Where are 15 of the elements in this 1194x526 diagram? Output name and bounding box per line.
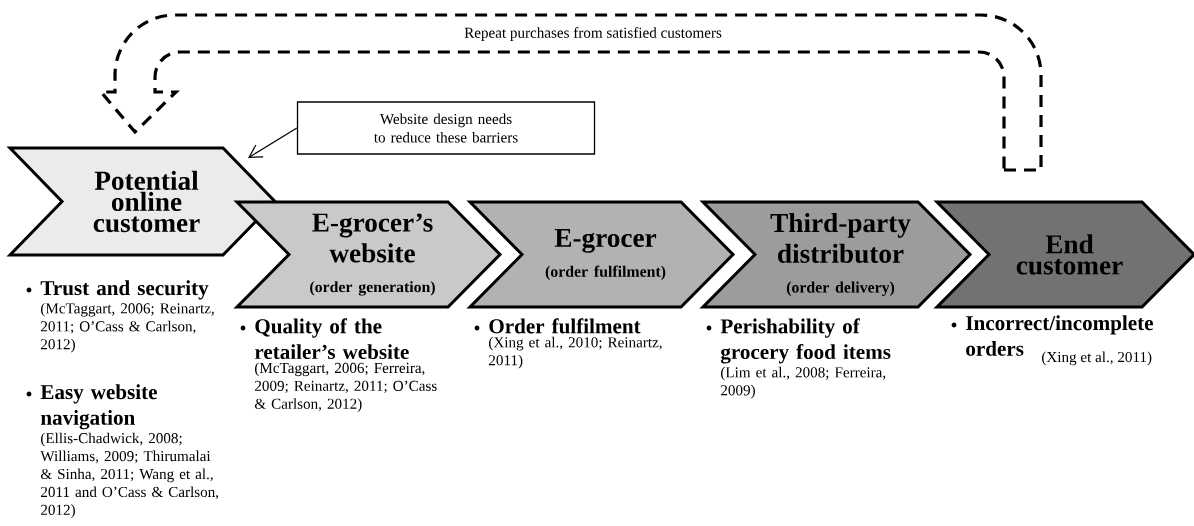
chevron-step: E-grocer’s website (order generation): [233, 200, 503, 309]
bullet-item: Perishability of grocery food items (Lim et al., 2008; Ferreira, 2009): [706, 318, 891, 399]
edge-label: Repeat purchases from satisfied customers: [461, 24, 725, 44]
bullet-item: Quality of the retailer’s website (McTaggart, 2006; Ferreira, 2009; Reinartz, 2011; O’Cass & Carlson, 2012): [240, 318, 437, 412]
bullet-item: Order fulfilment (Xing et al., 2010; Reinartz, 2011): [474, 318, 662, 369]
loop-arrow: [99, 13, 1043, 172]
chevron-step: E-grocer (order fulfilment): [466, 200, 736, 309]
bullet-item: Incorrect/incomplete orders (Xing et al., 2011): [951, 315, 1153, 366]
note-box: Website design needs to reduce these barriers: [296, 101, 596, 155]
bullet-item: Easy website navigation (Ellis-Chadwick, 2008; Williams, 2009; Thirumalai & Sinha, 2011; Wang et al., 2011 and O’Cass & Carlson, 2012): [26, 384, 219, 519]
chevron-step: Potential online customer: [6, 146, 278, 257]
chevron-step: End customer: [933, 200, 1194, 309]
leader-line: [248, 127, 298, 158]
chevron-step: Third-party distributor (order delivery): [699, 200, 973, 309]
bullet-item: Trust and security (McTaggart, 2006; Reinartz, 2011; O’Cass & Carlson, 2012): [26, 280, 214, 353]
